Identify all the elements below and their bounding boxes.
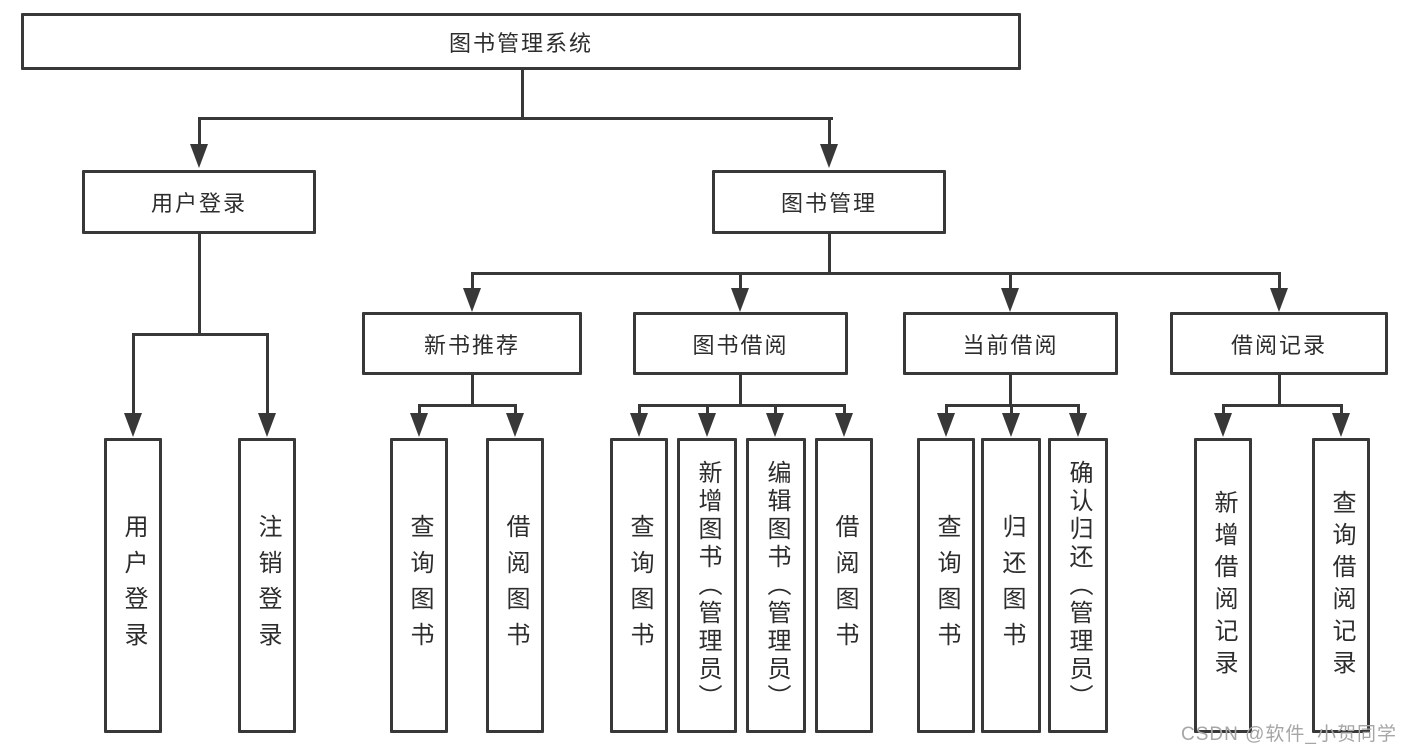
- leaf-add-borrow-record-label: 新增借阅记录: [1210, 489, 1237, 682]
- connector-line: [827, 119, 831, 145]
- connector-line: [265, 335, 269, 415]
- connector-line: [705, 406, 709, 415]
- node-book-borrow: 图书借阅: [633, 312, 848, 375]
- connector-line: [1277, 375, 1281, 406]
- node-book-borrow-label: 图书借阅: [692, 332, 789, 358]
- arrow-down-icon: [463, 288, 481, 312]
- connector-line: [637, 406, 641, 415]
- connector-line: [131, 333, 269, 336]
- leaf-edit-book-admin: 编辑图书（管理员）: [746, 438, 806, 733]
- leaf-confirm-return-admin-label: 确认归还（管理员）: [1065, 459, 1092, 712]
- connector-line: [197, 119, 201, 145]
- connector-line: [1008, 375, 1012, 406]
- arrow-down-icon: [190, 144, 208, 168]
- connector-line: [842, 406, 846, 415]
- connector-line: [417, 406, 421, 415]
- node-book-management-label: 图书管理: [780, 191, 877, 216]
- connector-line: [131, 335, 135, 415]
- arrow-down-icon: [1270, 288, 1288, 312]
- arrow-down-icon: [1002, 413, 1020, 437]
- leaf-logout-label: 注销登录: [254, 513, 281, 658]
- connector-line: [470, 274, 474, 290]
- connector-line: [1221, 404, 1343, 407]
- connector-line: [197, 117, 833, 120]
- leaf-query-books-2: 查询图书: [610, 438, 668, 733]
- leaf-query-books-3: 查询图书: [917, 438, 975, 733]
- node-root-label: 图书管理系统: [448, 30, 593, 56]
- node-current-borrow: 当前借阅: [903, 312, 1118, 375]
- arrow-down-icon: [1214, 413, 1232, 437]
- connector-line: [738, 375, 742, 406]
- connector-line: [637, 404, 846, 407]
- leaf-add-book-admin: 新增图书（管理员）: [677, 438, 737, 733]
- connector-line: [944, 404, 1080, 407]
- node-borrow-records: 借阅记录: [1170, 312, 1388, 375]
- connector-line: [417, 404, 517, 407]
- arrow-down-icon: [1001, 288, 1019, 312]
- node-new-book-recommend-label: 新书推荐: [423, 332, 520, 358]
- leaf-query-books-3-label: 查询图书: [933, 513, 960, 658]
- connector-line: [197, 234, 201, 335]
- connector-line: [944, 406, 948, 415]
- node-book-management: 图书管理: [712, 170, 946, 234]
- arrow-down-icon: [124, 413, 142, 437]
- watermark: CSDN @软件_小贺同学: [1181, 724, 1397, 745]
- connector-line: [520, 70, 524, 119]
- leaf-add-borrow-record: 新增借阅记录: [1194, 438, 1252, 733]
- connector-line: [1221, 406, 1225, 415]
- node-user-login-label: 用户登录: [150, 191, 247, 216]
- leaf-add-book-admin-label: 新增图书（管理员）: [694, 459, 721, 712]
- connector-line: [738, 274, 742, 290]
- leaf-user-login-label: 用户登录: [120, 513, 147, 658]
- arrow-down-icon: [698, 413, 716, 437]
- leaf-edit-book-admin-label: 编辑图书（管理员）: [763, 459, 790, 712]
- leaf-borrow-books-2: 借阅图书: [815, 438, 873, 733]
- leaf-borrow-books-1-label: 借阅图书: [502, 513, 529, 658]
- arrow-down-icon: [1069, 413, 1087, 437]
- leaf-query-books-2-label: 查询图书: [626, 513, 653, 658]
- leaf-return-books: 归还图书: [981, 438, 1041, 733]
- node-current-borrow-label: 当前借阅: [962, 332, 1059, 358]
- arrow-down-icon: [630, 413, 648, 437]
- leaf-borrow-books-1: 借阅图书: [486, 438, 544, 733]
- arrow-down-icon: [258, 413, 276, 437]
- connector-line: [1277, 274, 1281, 290]
- arrow-down-icon: [937, 413, 955, 437]
- node-root: 图书管理系统: [21, 13, 1021, 70]
- connector-line: [1009, 406, 1013, 415]
- leaf-borrow-books-2-label: 借阅图书: [831, 513, 858, 658]
- leaf-logout: 注销登录: [238, 438, 296, 733]
- arrow-down-icon: [766, 413, 784, 437]
- connector-line: [513, 406, 517, 415]
- connector-line: [773, 406, 777, 415]
- arrow-down-icon: [835, 413, 853, 437]
- node-new-book-recommend: 新书推荐: [362, 312, 582, 375]
- connector-line: [470, 375, 474, 406]
- leaf-query-borrow-record-label: 查询借阅记录: [1328, 489, 1355, 682]
- node-user-login: 用户登录: [82, 170, 316, 234]
- connector-line: [827, 234, 831, 274]
- leaf-query-books-1: 查询图书: [390, 438, 448, 733]
- arrow-down-icon: [731, 288, 749, 312]
- connector-line: [470, 272, 1281, 275]
- leaf-query-books-1-label: 查询图书: [406, 513, 433, 658]
- arrow-down-icon: [506, 413, 524, 437]
- connector-line: [1076, 406, 1080, 415]
- connector-line: [1339, 406, 1343, 415]
- node-borrow-records-label: 借阅记录: [1230, 332, 1327, 358]
- leaf-user-login: 用户登录: [104, 438, 162, 733]
- arrow-down-icon: [410, 413, 428, 437]
- arrow-down-icon: [820, 144, 838, 168]
- leaf-query-borrow-record: 查询借阅记录: [1312, 438, 1370, 733]
- connector-line: [1008, 274, 1012, 290]
- leaf-return-books-label: 归还图书: [998, 513, 1025, 658]
- leaf-confirm-return-admin: 确认归还（管理员）: [1048, 438, 1108, 733]
- arrow-down-icon: [1332, 413, 1350, 437]
